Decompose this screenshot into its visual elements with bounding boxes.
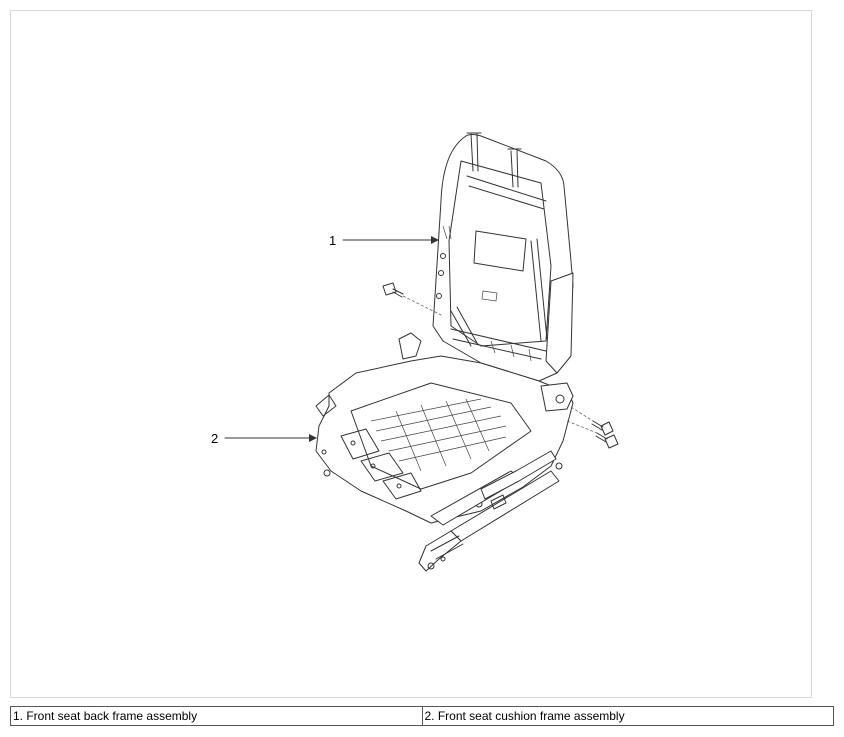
callout-2: 2 — [211, 431, 317, 446]
legend-item-1: 1. Front seat back frame assembly — [10, 706, 423, 726]
diagram-frame: 1 2 — [10, 10, 812, 698]
bolt-upper-left — [382, 282, 444, 317]
seat-back-frame — [432, 132, 574, 382]
callout-number-1: 1 — [329, 233, 336, 248]
seat-frame-diagram: 1 2 — [211, 132, 619, 572]
bolt-right-upper — [570, 406, 614, 436]
callout-1: 1 — [329, 233, 439, 248]
legend-item-2: 2. Front seat cushion frame assembly — [421, 706, 834, 726]
callout-number-2: 2 — [211, 431, 218, 446]
legend-row: 1. Front seat back frame assembly 2. Fro… — [10, 706, 834, 726]
legend-table: 1. Front seat back frame assembly 2. Fro… — [10, 706, 834, 726]
seat-rails — [418, 450, 560, 572]
bolt-right-lower — [566, 420, 619, 449]
